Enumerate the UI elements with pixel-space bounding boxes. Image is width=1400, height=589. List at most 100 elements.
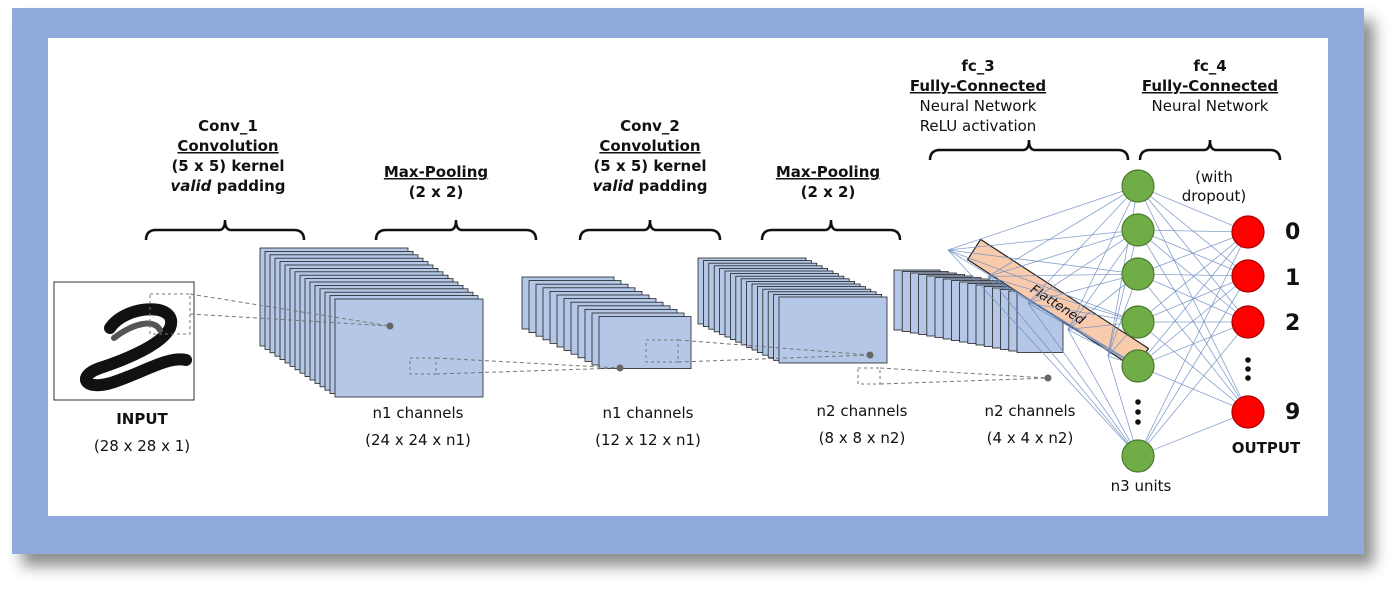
hidden-ellipsis-dot	[1135, 419, 1141, 425]
pool1-brace	[374, 219, 538, 241]
stack-12x12	[521, 276, 692, 370]
fc3-connection	[1067, 329, 1139, 457]
output-label-9: 9	[1285, 400, 1300, 425]
output-ellipsis-dot	[1245, 375, 1251, 381]
conv1-name: Conv_1	[198, 117, 258, 135]
conv2-name: Conv_2	[620, 117, 680, 135]
kernel-window-2	[645, 339, 679, 363]
fc3-connection	[987, 276, 1139, 457]
hidden-node-2	[1121, 213, 1155, 247]
fc3-connection	[987, 276, 1139, 323]
fc3-connection	[1067, 229, 1139, 330]
stage2-label: n1 channels	[603, 404, 694, 422]
projection-line	[189, 313, 391, 327]
fc4-connection	[1137, 231, 1249, 275]
fc4-connection	[1137, 231, 1249, 457]
fc4-type: Fully-Connected	[1142, 77, 1278, 95]
fc3-connection	[1107, 355, 1139, 457]
fc3-connection	[947, 229, 1139, 251]
stage4-label: n2 channels	[985, 402, 1076, 420]
conv1-kernel: (5 x 5) kernel	[171, 157, 284, 175]
hidden-ellipsis-dot	[1135, 399, 1141, 405]
fc4-connection	[1137, 321, 1249, 457]
fc4-connection	[1137, 275, 1249, 367]
dropout-line2: dropout)	[1182, 187, 1246, 205]
stage1-dims: (24 x 24 x n1)	[365, 431, 471, 449]
hidden-units-label: n3 units	[1111, 477, 1172, 495]
fc3-connection	[1027, 273, 1139, 304]
projection-dot	[866, 351, 874, 359]
pool1-type: Max-Pooling	[384, 163, 488, 181]
fc3-connection	[1027, 302, 1139, 323]
diagram-panel: Flattened Conv_1 Convolution (5 x 5) ker…	[48, 38, 1328, 516]
conv2-brace	[578, 219, 722, 241]
fc4-connection	[1137, 273, 1249, 277]
fc3-line1: Neural Network	[920, 97, 1037, 115]
fc3-connection	[947, 249, 1139, 323]
connection-lines	[947, 185, 1249, 457]
input-label: INPUT	[116, 410, 168, 428]
output-ellipsis-dot	[1245, 357, 1251, 363]
output-node-4	[1231, 395, 1265, 429]
output-node-1	[1231, 215, 1265, 249]
input-digit-image	[53, 281, 195, 401]
projection-line	[189, 293, 391, 327]
fc4-brace	[1138, 139, 1282, 161]
conv1-padding-word: valid	[170, 177, 211, 195]
conv1-brace	[144, 219, 306, 241]
hidden-node-3	[1121, 257, 1155, 291]
stage2-dims: (12 x 12 x n1)	[595, 431, 701, 449]
fc4-connection	[1137, 273, 1249, 413]
pool2-type: Max-Pooling	[776, 163, 880, 181]
dropout-line1: (with	[1195, 168, 1233, 186]
fc3-connection	[987, 276, 1139, 367]
projection-dot	[386, 322, 394, 330]
fc3-name: fc_3	[961, 57, 994, 75]
fc3-connection	[1027, 185, 1139, 304]
kernel-window-1	[409, 357, 437, 375]
fc3-connection	[1027, 229, 1139, 304]
output-label-1: 1	[1285, 266, 1300, 291]
projection-line	[435, 367, 621, 375]
conv2-kernel: (5 x 5) kernel	[593, 157, 706, 175]
fc3-brace	[928, 139, 1130, 161]
projection-dot	[1044, 374, 1052, 382]
stack-8x8	[697, 257, 888, 364]
stage4-dims: (4 x 4 x n2)	[987, 429, 1074, 447]
fc4-connection	[1137, 231, 1249, 367]
stage1-label: n1 channels	[373, 404, 464, 422]
fc4-connection	[1137, 229, 1249, 233]
fc4-connection	[1137, 321, 1249, 413]
fc3-connection	[947, 185, 1139, 251]
conv1-type: Convolution	[177, 137, 278, 155]
stack-24x24-layer	[334, 298, 484, 398]
fc4-connection	[1137, 185, 1249, 323]
conv2-type: Convolution	[599, 137, 700, 155]
pool2-size: (2 x 2)	[801, 183, 856, 201]
output-node-3	[1231, 305, 1265, 339]
fc3-connection	[947, 249, 1139, 457]
hidden-node-5	[1121, 349, 1155, 383]
kernel-window-3	[857, 367, 881, 385]
fc3-connection	[947, 249, 1139, 275]
hidden-node-6	[1121, 439, 1155, 473]
pool2-brace	[760, 219, 902, 241]
fc4-connection	[1137, 411, 1249, 457]
fc3-connection	[1067, 185, 1139, 330]
fc3-connection	[987, 185, 1139, 277]
fc4-name: fc_4	[1193, 57, 1226, 75]
output-node-2	[1231, 259, 1265, 293]
stage3-dims: (8 x 8 x n2)	[819, 429, 906, 447]
fc3-line2: ReLU activation	[920, 117, 1037, 135]
fc4-connection	[1137, 231, 1249, 323]
hidden-node-4	[1121, 305, 1155, 339]
output-title: OUTPUT	[1232, 439, 1301, 457]
conv1-padding: valid padding	[170, 177, 285, 195]
conv2-padding-rest: padding	[633, 177, 707, 195]
fc3-connection	[1027, 302, 1139, 367]
projection-dot	[616, 364, 624, 372]
fc4-connection	[1137, 185, 1249, 233]
stack-12x12-layer	[598, 316, 692, 370]
projection-line	[435, 357, 621, 369]
pool1-size: (2 x 2)	[409, 183, 464, 201]
